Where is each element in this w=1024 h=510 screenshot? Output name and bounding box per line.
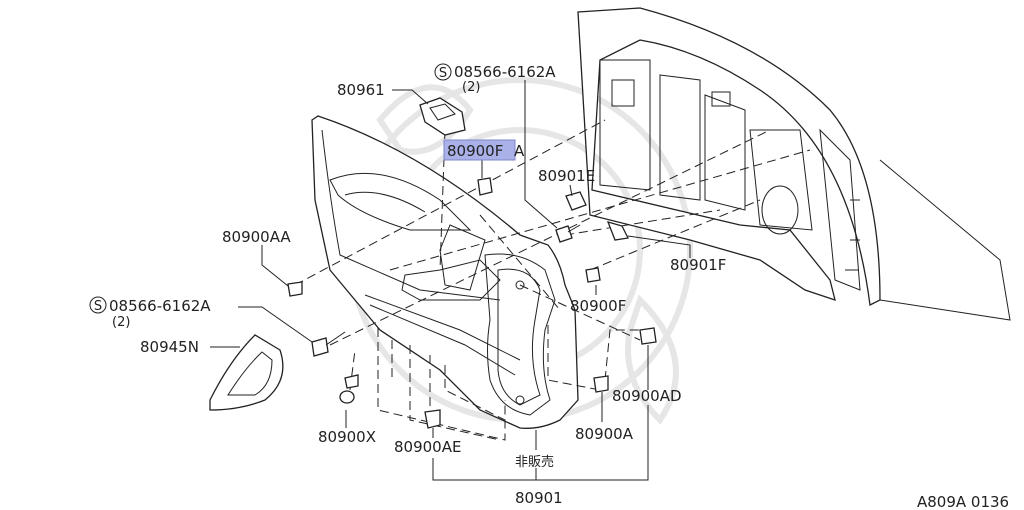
label-80901: 80901 — [515, 489, 563, 507]
part-screw-left — [311, 331, 346, 357]
part-80900F-lower-clip — [585, 267, 601, 283]
s-mark-left-letter: S — [94, 299, 102, 314]
label-80900F-upper[interactable]: 80900F — [447, 142, 503, 160]
label-80945N: 80945N — [140, 338, 199, 356]
s-mark-top: S — [434, 63, 452, 81]
s-mark-top-letter: S — [439, 66, 447, 81]
label-not-for-sale: 非販売 — [515, 454, 554, 470]
label-80900X: 80900X — [318, 428, 376, 446]
label-screw-left-code: 08566-6162A — [109, 297, 211, 315]
label-80900AE: 80900AE — [394, 438, 461, 456]
s-mark-left: S — [89, 296, 107, 314]
part-80900X-clip — [339, 374, 359, 404]
part-80901F-clip — [606, 221, 629, 241]
label-80900AA: 80900AA — [222, 228, 291, 246]
part-screw-upper — [555, 224, 581, 243]
label-screw-top-qty: (2) — [462, 80, 480, 95]
label-80900A: 80900A — [575, 425, 634, 443]
label-80961: 80961 — [337, 81, 385, 99]
part-80900AD-clip — [639, 327, 657, 345]
part-80900AA-clip — [287, 281, 303, 297]
part-80900AE-clip — [424, 409, 441, 429]
label-80901E: 80901E — [538, 167, 595, 185]
part-80900F-upper-clip — [477, 177, 493, 196]
part-80900A-clip — [593, 375, 609, 393]
part-80945N-armrest-cover — [209, 334, 284, 411]
label-80900F-lower: 80900F — [570, 297, 626, 315]
label-screw-left-qty: (2) — [112, 315, 130, 330]
leader-lines — [210, 80, 691, 481]
label-80901F: 80901F — [670, 256, 726, 274]
assembly-dashed-lines — [294, 119, 811, 441]
door-inner-frame — [577, 7, 1011, 321]
part-80961-switch-bezel — [419, 97, 466, 136]
part-80901E-clip — [565, 191, 587, 211]
highlight-box — [443, 139, 516, 161]
label-screw-top-code: 08566-6162A — [454, 63, 556, 81]
door-trim-panel — [311, 115, 579, 429]
label-80900F-upper-suffix: A — [514, 142, 525, 160]
figure-code: A809A 0136 — [917, 493, 1009, 510]
label-80900AD: 80900AD — [612, 387, 682, 405]
